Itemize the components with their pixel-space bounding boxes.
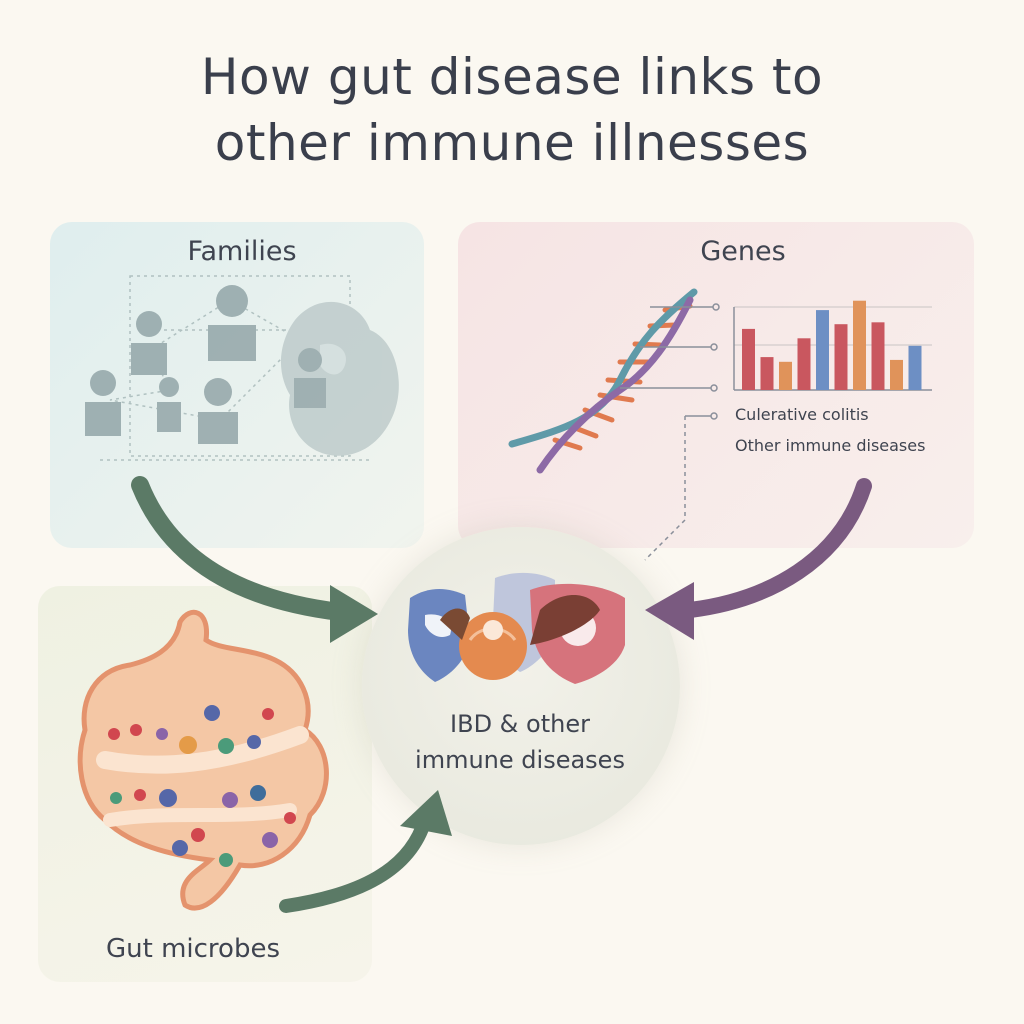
- gene-bar-6: [834, 324, 848, 390]
- gene-bar-chart: [733, 300, 932, 391]
- genes-label: Genes: [700, 236, 786, 267]
- hub-label: IBD & other immune diseases: [370, 706, 670, 778]
- gut-microbes-icon: [77, 609, 329, 911]
- microbes-arrow: [279, 790, 452, 913]
- hub-label-line-2: immune diseases: [415, 746, 625, 774]
- page-title: How gut disease links to other immune il…: [0, 44, 1024, 176]
- legend-other-immune-diseases: Other immune diseases: [735, 436, 926, 455]
- title-line-2: other immune illnesses: [214, 114, 810, 172]
- families-label: Families: [187, 236, 297, 267]
- title-line-1: How gut disease links to: [200, 48, 824, 106]
- immune-shields-icon: [408, 572, 625, 684]
- gene-bar-1: [742, 328, 755, 390]
- gene-bar-2: [760, 357, 774, 390]
- gene-bar-9: [890, 359, 903, 390]
- gene-connectors: [620, 303, 720, 561]
- gene-bar-7: [853, 300, 866, 390]
- gene-bar-10: [908, 345, 922, 390]
- dna-helix-icon: [508, 288, 698, 474]
- gene-bar-3: [779, 361, 792, 390]
- gene-bar-5: [816, 310, 829, 390]
- family-tree-icon: [85, 275, 399, 461]
- families-arrow: [131, 476, 378, 643]
- gene-bar-4: [797, 338, 811, 390]
- genes-arrow: [645, 478, 872, 640]
- legend-ulcerative-colitis: Culerative colitis: [735, 405, 869, 424]
- hub-label-line-1: IBD & other: [450, 710, 590, 738]
- gene-bar-8: [871, 322, 885, 390]
- microbes-label: Gut microbes: [106, 934, 281, 964]
